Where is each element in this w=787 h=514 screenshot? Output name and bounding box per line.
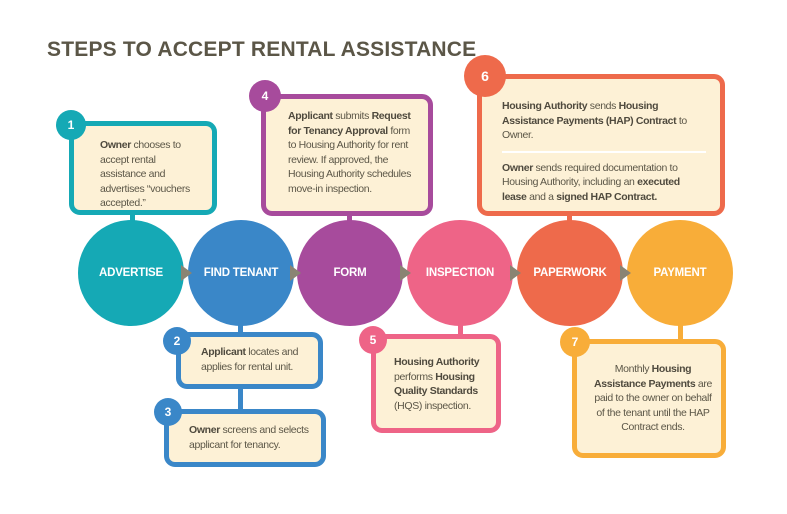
- connector-7: [678, 320, 683, 345]
- step-text-bold: Applicant: [288, 110, 333, 122]
- step-text-bold: Owner: [100, 139, 131, 151]
- step-text-bold: Housing Authority: [394, 356, 480, 368]
- step-text-bold: Housing Assistance Payments (HAP) Contra…: [502, 100, 677, 127]
- step-text-bold: Housing Quality Standards: [394, 370, 478, 398]
- step-text-bold: Housing Assistance Payments: [593, 363, 696, 390]
- step-3-box: Owner screens and selects applicant for …: [164, 409, 326, 467]
- step-1-badge: 1: [56, 110, 86, 140]
- step-5-box: Housing Authority performs Housing Quali…: [371, 334, 501, 433]
- stage-label: PAYMENT: [653, 267, 707, 279]
- stage-form: FORM: [297, 220, 403, 326]
- arrow-right-icon: [400, 265, 411, 281]
- step-1-box: Owner chooses to accept rental assistanc…: [69, 121, 217, 215]
- step-text: sends required documentation to Housing …: [502, 161, 678, 189]
- stage-label: ADVERTISE: [98, 267, 164, 279]
- page-title: STEPS TO ACCEPT RENTAL ASSISTANCE: [47, 38, 477, 61]
- arrow-right-icon: [510, 265, 521, 281]
- step-6-badge: 6: [464, 55, 506, 97]
- divider: [502, 150, 706, 153]
- step-text: chooses to accept rental assistance and …: [100, 139, 190, 209]
- stage-label: FORM: [333, 267, 367, 279]
- step-text: screens and selects applicant for tenanc…: [189, 424, 309, 451]
- stage-find-tenant: FIND TENANT: [188, 220, 294, 326]
- arrow-right-icon: [181, 265, 192, 281]
- step-text: sends: [587, 100, 619, 112]
- step-2-badge: 2: [163, 327, 191, 355]
- step-text-bold: executed lease: [502, 176, 680, 203]
- step-text-bold: signed HAP Contract.: [556, 190, 657, 203]
- stage-label: PAPERWORK: [533, 267, 607, 279]
- stage-inspection: INSPECTION: [407, 220, 513, 326]
- stage-payment: PAYMENT: [627, 220, 733, 326]
- step-text: locates and applies for rental unit.: [201, 346, 299, 373]
- stage-paperwork: PAPERWORK: [517, 220, 623, 326]
- step-text: performs: [394, 370, 436, 383]
- step-text: and a: [526, 190, 557, 203]
- step-text: Monthly: [614, 363, 652, 375]
- step-5-badge: 5: [359, 326, 387, 354]
- step-text: are paid to the owner on behalf of the t…: [594, 377, 713, 434]
- step-text: to Owner.: [502, 114, 687, 142]
- step-3-badge: 3: [154, 398, 182, 426]
- step-7-box: Monthly Housing Assistance Payments are …: [572, 339, 726, 458]
- step-text-bold: Request for Tenancy Approval: [288, 110, 411, 137]
- connector-5: [458, 320, 463, 340]
- step-7-badge: 7: [560, 327, 590, 357]
- step-6-box: Housing Authority sends Housing Assistan…: [477, 74, 725, 216]
- step-text-bold: Housing Authority: [502, 100, 588, 112]
- step-2-box: Applicant locates and applies for rental…: [176, 332, 323, 389]
- step-text: (HQS) inspection.: [394, 399, 471, 412]
- step-text-bold: Owner: [189, 424, 220, 436]
- step-4-box: Applicant submits Request for Tenancy Ap…: [261, 94, 433, 216]
- step-text: form to Housing Authority for rent revie…: [288, 124, 412, 195]
- arrow-right-icon: [620, 265, 631, 281]
- step-4-badge: 4: [249, 80, 281, 112]
- stage-label: FIND TENANT: [203, 267, 279, 279]
- arrow-right-icon: [290, 265, 301, 281]
- stage-label: INSPECTION: [425, 267, 495, 279]
- stage-advertise: ADVERTISE: [78, 220, 184, 326]
- step-text-bold: Owner: [502, 161, 533, 174]
- step-text: submits: [332, 110, 372, 122]
- step-text-bold: Applicant: [201, 346, 246, 358]
